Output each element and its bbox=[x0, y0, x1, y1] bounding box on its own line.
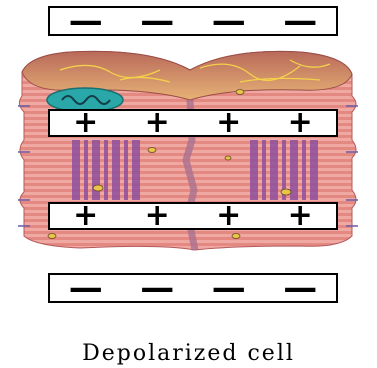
positive-charge: + bbox=[122, 108, 194, 138]
negative-charge: — bbox=[122, 271, 194, 305]
negative-charge: — bbox=[193, 4, 265, 38]
positive-charge: + bbox=[193, 108, 265, 138]
negative-charge: — bbox=[193, 271, 265, 305]
figure-caption: Depolarized cell bbox=[0, 341, 377, 366]
positive-charge: + bbox=[50, 108, 122, 138]
negative-charge: — bbox=[50, 4, 122, 38]
extracellular-charge-strip-bottom: — — — — bbox=[48, 273, 338, 303]
negative-charge: — bbox=[265, 4, 337, 38]
positive-charge: + bbox=[265, 201, 337, 231]
negative-charge: — bbox=[265, 271, 337, 305]
intracellular-charge-strip-top: + + + + bbox=[48, 109, 338, 137]
intracellular-charge-strip-bottom: + + + + bbox=[48, 202, 338, 230]
positive-charge: + bbox=[193, 201, 265, 231]
negative-charge: — bbox=[122, 4, 194, 38]
positive-charge: + bbox=[122, 201, 194, 231]
positive-charge: + bbox=[265, 108, 337, 138]
extracellular-charge-strip-top: — — — — bbox=[48, 6, 338, 36]
negative-charge: — bbox=[50, 271, 122, 305]
positive-charge: + bbox=[50, 201, 122, 231]
